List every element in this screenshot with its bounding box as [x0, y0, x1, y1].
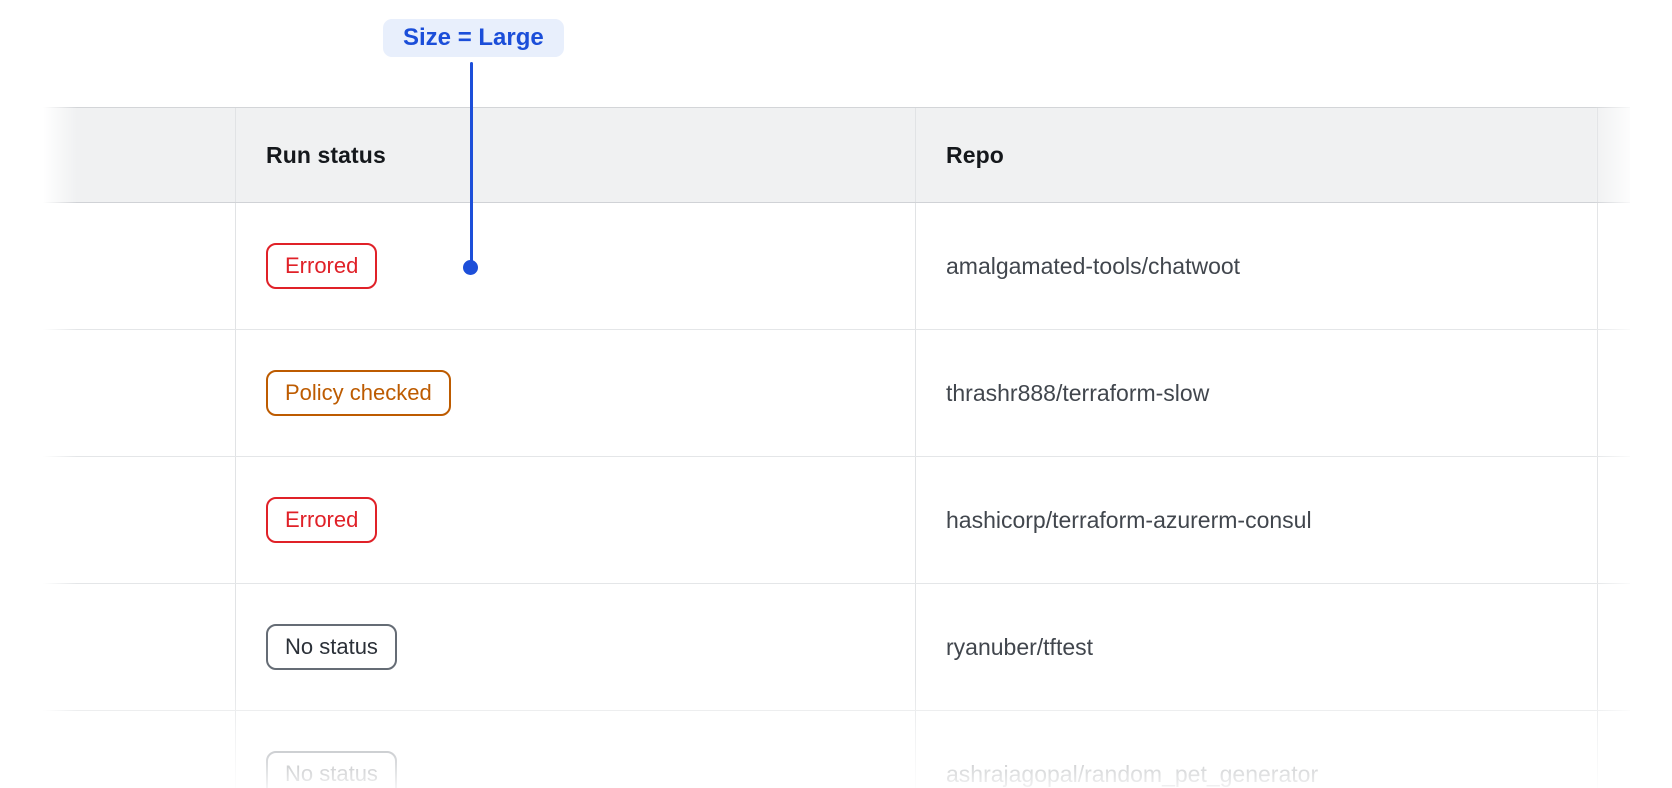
run-status-cell: No status: [235, 711, 915, 788]
annotation-pointer-dot: [463, 260, 478, 275]
table-row: Policy checked thrashr888/terraform-slow: [43, 330, 1630, 457]
header-cell-repo: Repo: [915, 108, 1597, 202]
run-status-badge: No status: [266, 751, 397, 788]
table-header-row: Run status Repo: [43, 107, 1630, 203]
row-cell-empty: [43, 584, 235, 710]
row-cell-empty: [43, 330, 235, 456]
header-cell-run-status: Run status: [235, 108, 915, 202]
runs-table: Run status Repo Errored amalgamated-tool…: [43, 107, 1630, 788]
row-cell-cutoff: [1597, 457, 1630, 583]
run-status-badge: Errored: [266, 497, 378, 543]
table-row: Errored amalgamated-tools/chatwoot: [43, 203, 1630, 330]
table-row: No status ryanuber/tftest: [43, 584, 1630, 711]
annotation-pointer-line: [470, 62, 473, 268]
repo-name: thrashr888/terraform-slow: [915, 330, 1597, 456]
row-cell-cutoff: [1597, 584, 1630, 710]
repo-name: ryanuber/tftest: [915, 584, 1597, 710]
header-cell-empty: [43, 108, 235, 202]
row-cell-cutoff: [1597, 330, 1630, 456]
run-status-badge: Errored: [266, 243, 378, 289]
repo-name: hashicorp/terraform-azurerm-consul: [915, 457, 1597, 583]
run-status-badge: No status: [266, 624, 397, 670]
run-status-cell: Errored: [235, 203, 915, 329]
run-status-badge: Policy checked: [266, 370, 451, 416]
run-status-cell: Errored: [235, 457, 915, 583]
row-cell-empty: [43, 203, 235, 329]
size-annotation-label: Size = Large: [383, 19, 564, 57]
header-cell-cutoff: [1597, 108, 1630, 202]
row-cell-empty: [43, 457, 235, 583]
repo-name: ashrajagopal/random_pet_generator: [915, 711, 1597, 788]
row-cell-cutoff: [1597, 711, 1630, 788]
row-cell-empty: [43, 711, 235, 788]
table-row: Errored hashicorp/terraform-azurerm-cons…: [43, 457, 1630, 584]
row-cell-cutoff: [1597, 203, 1630, 329]
run-status-cell: No status: [235, 584, 915, 710]
run-status-cell: Policy checked: [235, 330, 915, 456]
table-row: No status ashrajagopal/random_pet_genera…: [43, 711, 1630, 788]
repo-name: amalgamated-tools/chatwoot: [915, 203, 1597, 329]
